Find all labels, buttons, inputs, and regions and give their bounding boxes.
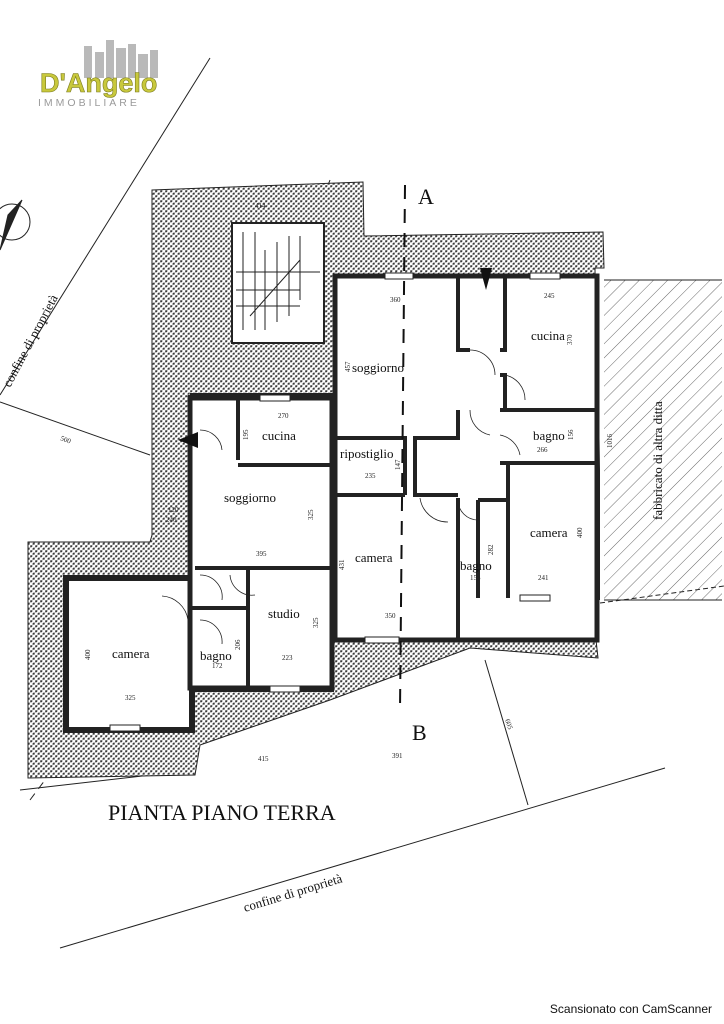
dim-text: 172 (212, 662, 223, 670)
logo-sub-text: IMMOBILIARE (38, 97, 140, 109)
room-labels: soggiorno cucina bagno camera bagno came… (112, 328, 568, 663)
room-bagno-mid: bagno (460, 558, 492, 573)
dim-text: 391 (392, 752, 403, 760)
dim-text: 195 (242, 429, 250, 440)
dim-text: 156 (567, 429, 575, 440)
staircase (231, 222, 325, 344)
door-swings (161, 349, 526, 645)
dim-text: 360 (390, 296, 401, 304)
room-camera-right: camera (530, 525, 568, 540)
section-line (399, 184, 406, 711)
dim-text: 245 (544, 292, 555, 300)
room-soggiorno-left: soggiorno (224, 490, 276, 505)
dim-text: 414 (255, 202, 266, 210)
label-confine-bottom: confine di proprietà (241, 870, 344, 914)
logo: D'Angelo IMMOBILIARE (38, 40, 158, 109)
dim-text: 415 (258, 755, 269, 763)
dim-text: 270 (278, 412, 289, 420)
dim-text: 431 (338, 559, 346, 570)
dim-text: 370 (566, 334, 574, 345)
room-camera-mid: camera (355, 550, 393, 565)
dim-text: 325 (125, 694, 136, 702)
section-label-a: A (418, 184, 434, 209)
room-soggiorno-right: soggiorno (352, 360, 404, 375)
room-studio: studio (268, 606, 300, 621)
dim-text: 235 (365, 472, 376, 480)
plan-title: PIANTA PIANO TERRA (108, 800, 336, 825)
dim-text: 155 (470, 574, 481, 582)
dim-text: 223 (282, 654, 293, 662)
room-cucina-left: cucina (262, 428, 296, 443)
scan-footer: Scansionato con CamScanner (549, 1002, 712, 1016)
dim-text: 241 (538, 574, 549, 582)
left-camera-block (63, 273, 600, 733)
dim-text: 120 (168, 506, 179, 514)
dim-text: 325 (307, 509, 315, 520)
dim-text: 282 (487, 544, 495, 555)
partitions (190, 278, 595, 690)
windows (109, 272, 561, 732)
entrance-arrow-icon (178, 432, 198, 448)
room-bagno-right: bagno (533, 428, 565, 443)
skyline-icon (84, 40, 158, 78)
dim-text: 457 (344, 361, 352, 372)
dim-text: 266 (537, 446, 548, 454)
dim-text: 395 (256, 550, 267, 558)
dim-text: 605 (503, 718, 514, 731)
dim-text: 147 (394, 459, 402, 470)
label-fabbricato: fabbricato di altra ditta (650, 401, 665, 520)
room-ripostiglio: ripostiglio (340, 446, 393, 461)
adjacent-building (604, 279, 722, 601)
dim-text: 325 (312, 617, 320, 628)
room-cucina-right: cucina (531, 328, 565, 343)
dim-text: 500 (59, 434, 72, 445)
dim-text: 240 (166, 516, 177, 524)
label-confine-left: confine di proprietà (0, 292, 61, 390)
room-bagno-left: bagno (200, 648, 232, 663)
dim-text: 400 (576, 527, 584, 538)
section-label-b: B (412, 720, 427, 745)
dim-text: 350 (385, 612, 396, 620)
dim-text: 400 (84, 649, 92, 660)
dimensions: 360 245 370 457 270 195 235 147 266 156 … (59, 202, 614, 763)
dim-text: 206 (234, 639, 242, 650)
entrance-arrow-icon (480, 268, 492, 290)
logo-main-text: D'Angelo (40, 68, 157, 98)
dim-text: 1016 (606, 434, 614, 449)
compass-icon (0, 199, 31, 251)
room-camera-left: camera (112, 646, 150, 661)
